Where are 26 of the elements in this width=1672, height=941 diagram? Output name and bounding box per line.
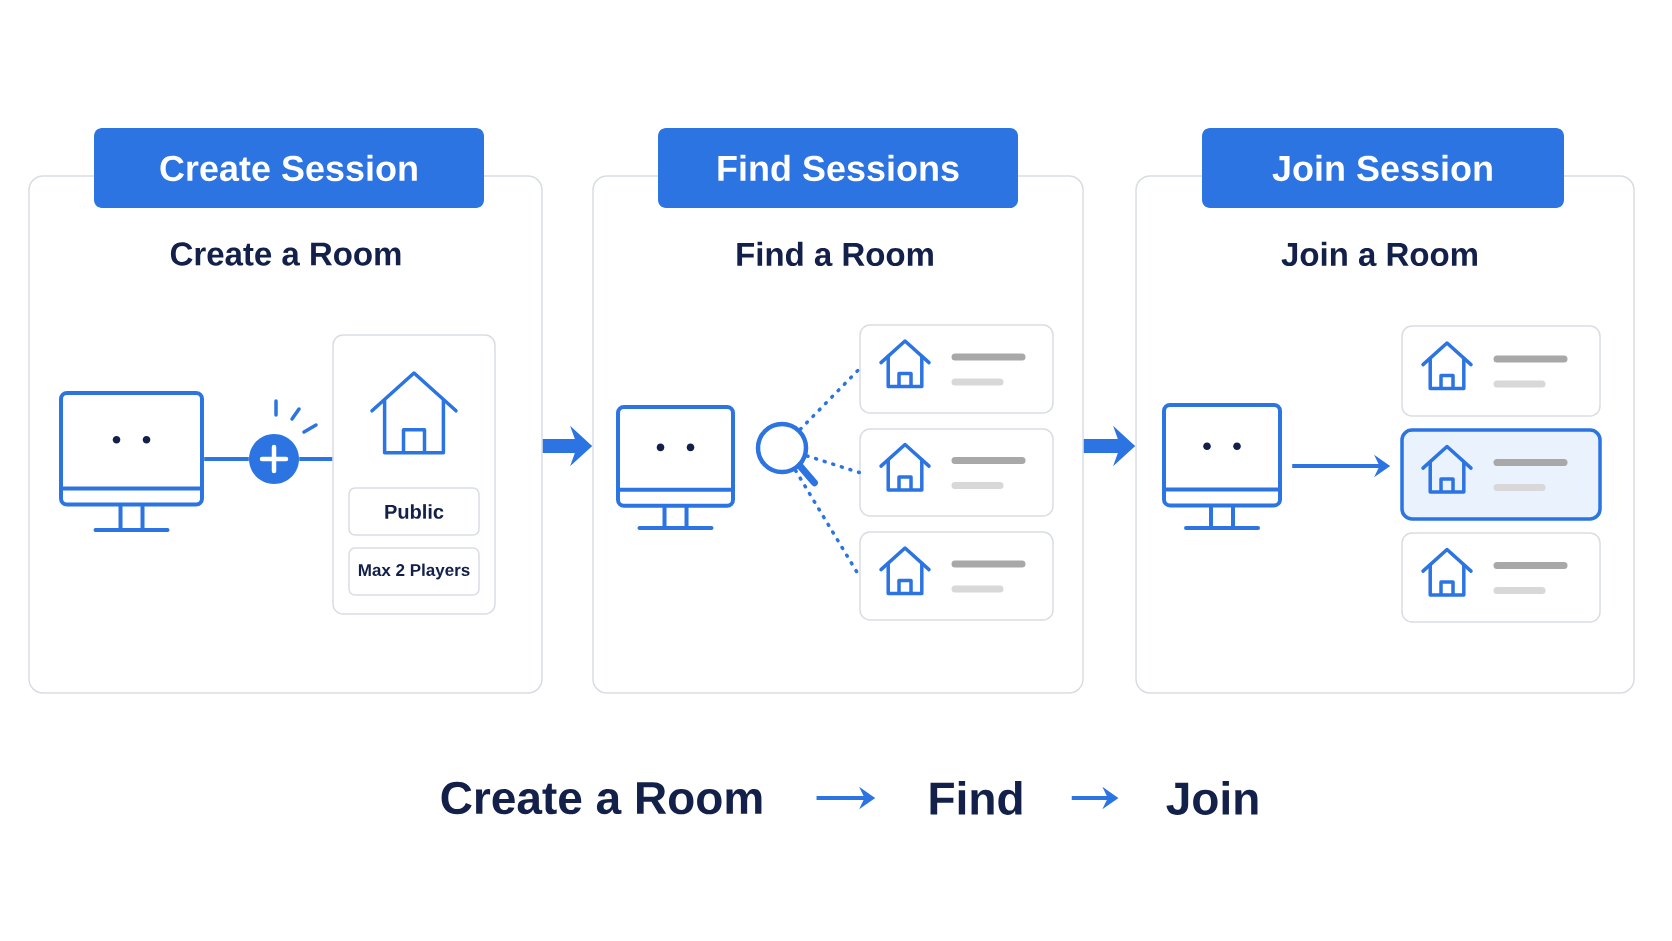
panel-subtitle: Find a Room <box>737 241 933 267</box>
computer-icon <box>59 391 204 532</box>
flow-step: Create a Room <box>441 781 762 815</box>
room-card <box>859 324 1054 414</box>
dotted-line <box>798 367 861 431</box>
heading-tab: Create Session <box>94 128 484 208</box>
room-card <box>859 531 1054 621</box>
connector-line <box>299 457 333 461</box>
room-card <box>1401 325 1601 417</box>
tag-label: Public <box>348 487 480 536</box>
flow-step: Find <box>930 781 1022 815</box>
connector-line <box>204 457 249 461</box>
add-icon <box>249 399 318 484</box>
tag-label: Max 2 Players <box>348 547 480 596</box>
room-card <box>1401 532 1601 623</box>
computer-icon <box>1162 403 1282 530</box>
flow-step: Join <box>1166 781 1258 815</box>
computer-icon <box>616 405 735 530</box>
room-card <box>1400 428 1602 521</box>
heading-tab: Join Session <box>1202 128 1564 208</box>
dotted-line <box>805 454 861 475</box>
panel-subtitle: Create a Room <box>170 242 401 266</box>
heading-tab: Find Sessions <box>658 128 1018 208</box>
room-card <box>859 428 1054 517</box>
panel-subtitle: Join a Room <box>1281 241 1477 267</box>
magnifier-icon <box>755 421 818 487</box>
